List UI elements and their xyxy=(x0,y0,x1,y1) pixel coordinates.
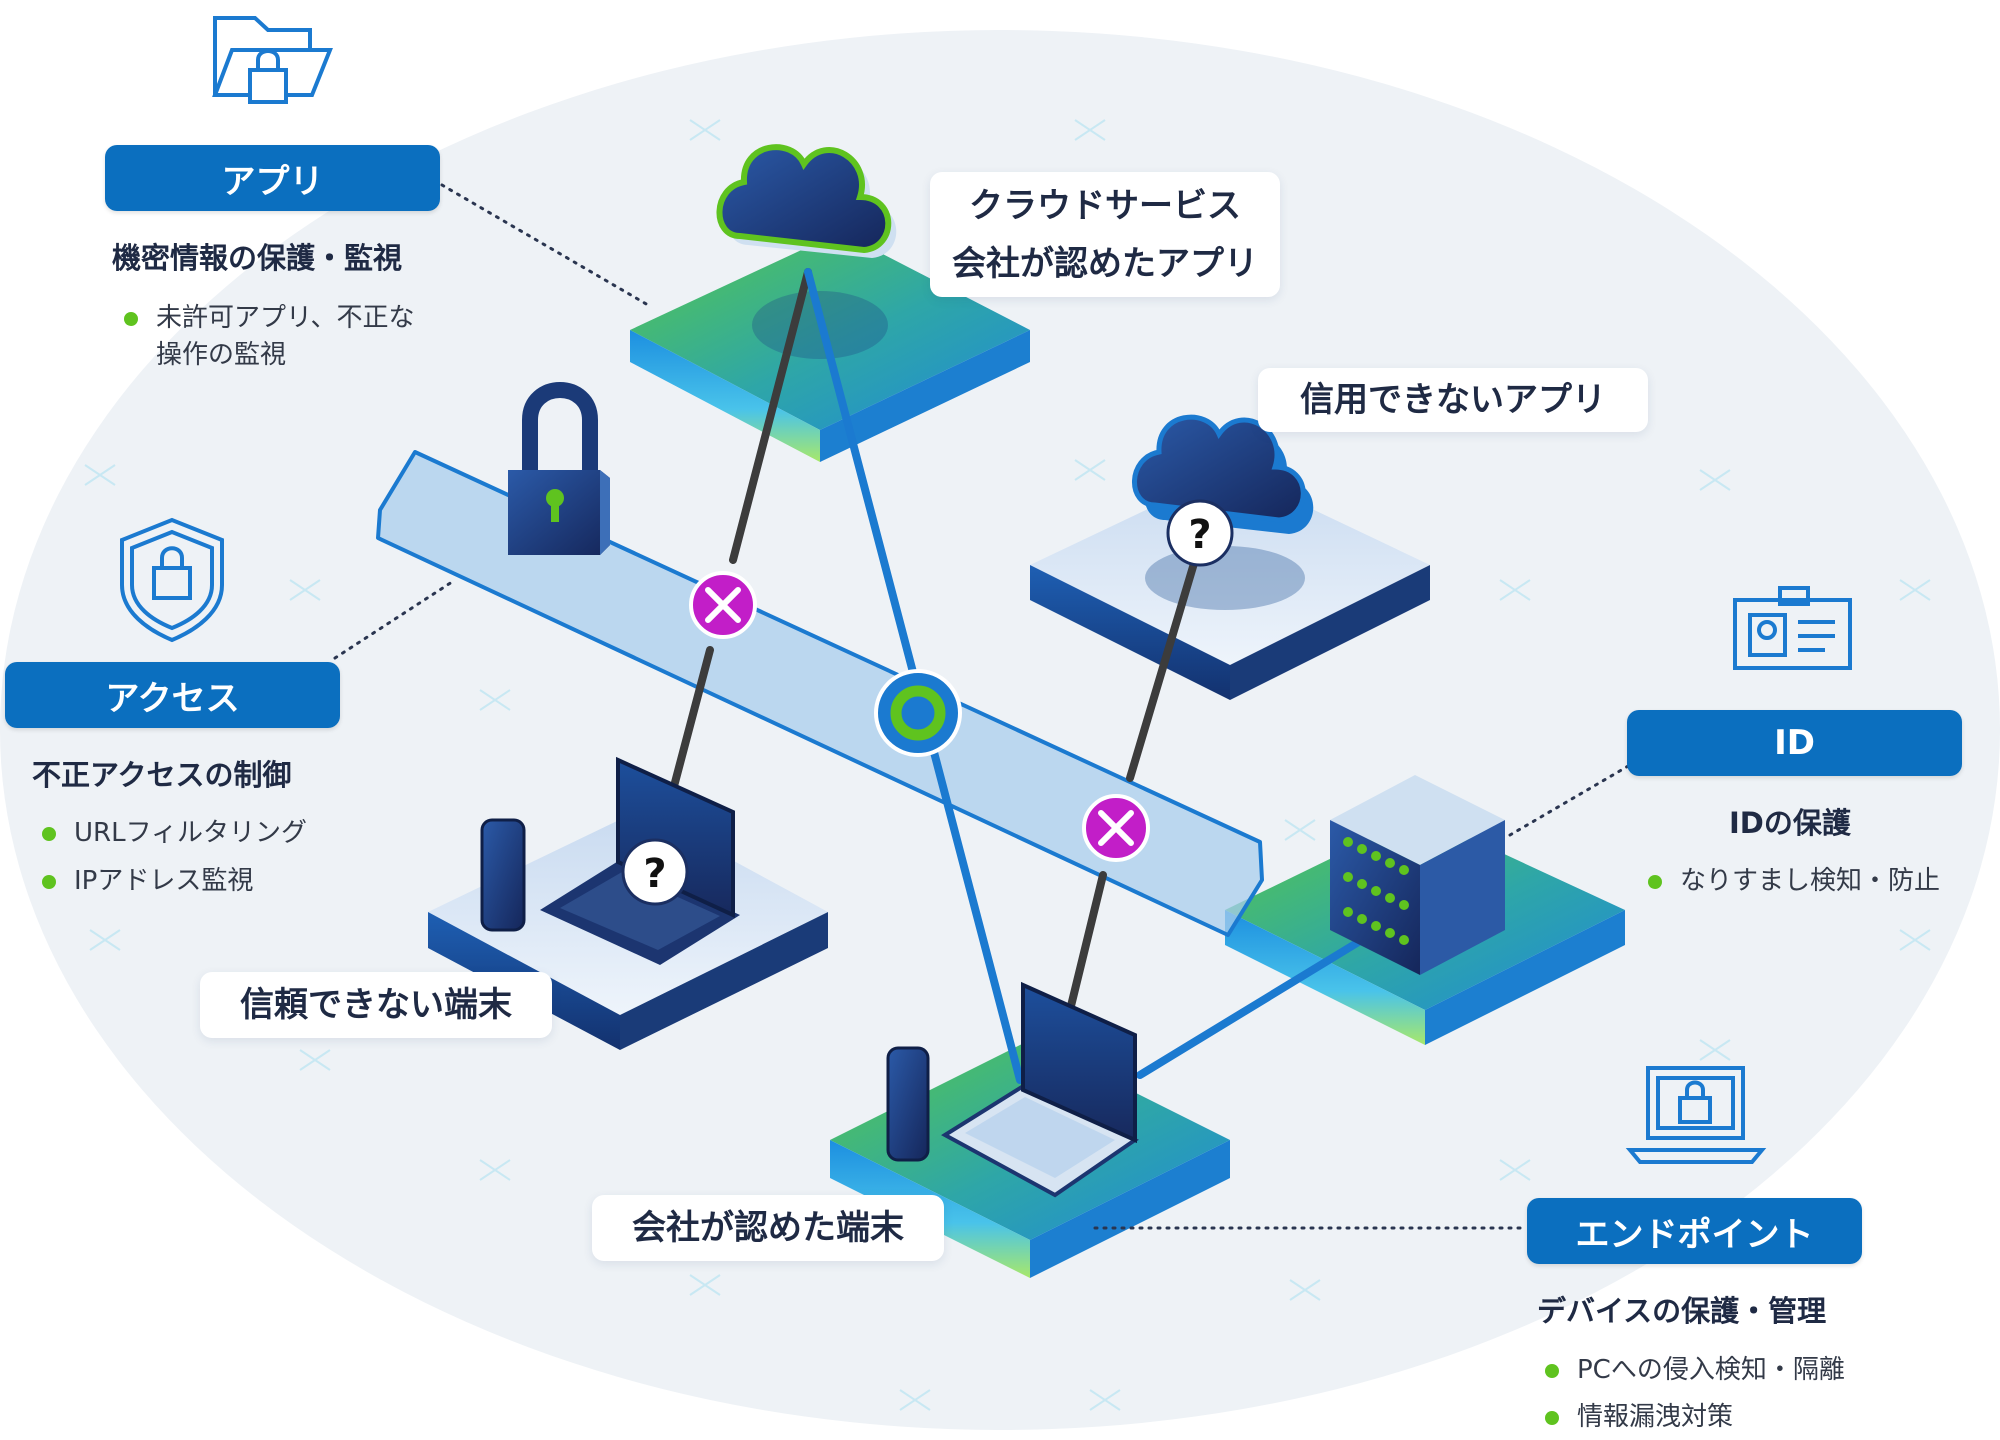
endpoint-subtitle: デバイスの保護・管理 xyxy=(1537,1294,1827,1328)
untrusted-device-callout: 信頼できない端末 xyxy=(200,972,552,1038)
bullet-dot xyxy=(42,826,56,841)
endpoint-bullet-2-text: 情報漏洩対策 xyxy=(1577,1402,1734,1432)
bullet-dot xyxy=(1648,874,1662,889)
endpoint-bullet-2: 情報漏洩対策 xyxy=(1545,1399,1733,1436)
access-bullet-1-text: URLフィルタリング xyxy=(74,818,308,848)
cloud-service-callout-line1: クラウドサービス xyxy=(969,185,1241,226)
app-bullet-list: 未許可アプリ、不正な 操作の監視 xyxy=(124,300,414,374)
untrusted-cloud-icon xyxy=(1132,414,1314,534)
trusted-device-callout: 会社が認めた端末 xyxy=(592,1195,944,1261)
background-crosses xyxy=(84,119,1931,1411)
access-bullet-2: IPアドレス監視 xyxy=(42,863,253,900)
untrusted-smartphone-icon xyxy=(480,818,526,932)
id-bullet-1: なりすまし検知・防止 xyxy=(1648,863,1940,900)
id-bullet-1-text: なりすまし検知・防止 xyxy=(1680,866,1941,896)
app-bullet-1: 未許可アプリ、不正な xyxy=(156,303,415,333)
access-control-zone xyxy=(376,450,1264,937)
endpoint-bullet-1: PCへの侵入検知・隔離 xyxy=(1545,1352,1845,1389)
connection-lines xyxy=(669,268,1199,1014)
bullet-dot xyxy=(124,311,138,326)
access-category-label: アクセス xyxy=(5,662,340,728)
access-bullet-2-text: IPアドレス監視 xyxy=(74,866,254,896)
untrusted-app-callout: 信用できないアプリ xyxy=(1258,368,1648,432)
cloud-service-callout: クラウドサービス 会社が認めたアプリ xyxy=(930,172,1280,297)
bullet-dot xyxy=(1545,1363,1559,1378)
app-bullet-2: 操作の監視 xyxy=(156,340,287,370)
endpoint-bullet-1-text: PCへの侵入検知・隔離 xyxy=(1577,1355,1845,1385)
cloud-icon xyxy=(716,144,897,258)
id-subtitle: IDの保護 xyxy=(1729,806,1851,840)
access-bullet-1: URLフィルタリング xyxy=(42,815,307,852)
padlock-icon xyxy=(508,382,610,555)
trusted-laptop-icon xyxy=(941,981,1139,1198)
access-subtitle: 不正アクセスの制御 xyxy=(32,758,292,792)
svg-text:?: ? xyxy=(1188,512,1211,558)
blocked-mark-app xyxy=(689,571,757,639)
server-icon xyxy=(1330,775,1505,975)
unknown-mark-app: ? xyxy=(1166,499,1234,567)
bullet-dot xyxy=(1545,1410,1559,1425)
endpoint-category-label: エンドポイント xyxy=(1527,1198,1862,1264)
leader-lines xyxy=(333,183,1632,1230)
allowed-mark xyxy=(874,669,962,757)
bullet-dot xyxy=(42,874,56,889)
id-category-label: ID xyxy=(1627,710,1962,776)
id-card-icon xyxy=(1733,586,1852,670)
svg-text:?: ? xyxy=(643,851,666,897)
folder-lock-icon xyxy=(212,16,333,104)
unknown-mark-device: ? xyxy=(621,838,689,906)
laptop-lock-icon xyxy=(1625,1066,1767,1164)
id-connection-line xyxy=(1136,931,1374,1079)
cloud-service-callout-line2: 会社が認めたアプリ xyxy=(952,243,1258,284)
untrusted-laptop-icon xyxy=(540,756,740,965)
app-category-label: アプリ xyxy=(105,145,440,211)
blocked-mark-device xyxy=(1082,794,1150,862)
trusted-smartphone-icon xyxy=(886,1046,930,1162)
shield-lock-icon xyxy=(120,517,224,643)
app-subtitle: 機密情報の保護・監視 xyxy=(112,241,403,275)
